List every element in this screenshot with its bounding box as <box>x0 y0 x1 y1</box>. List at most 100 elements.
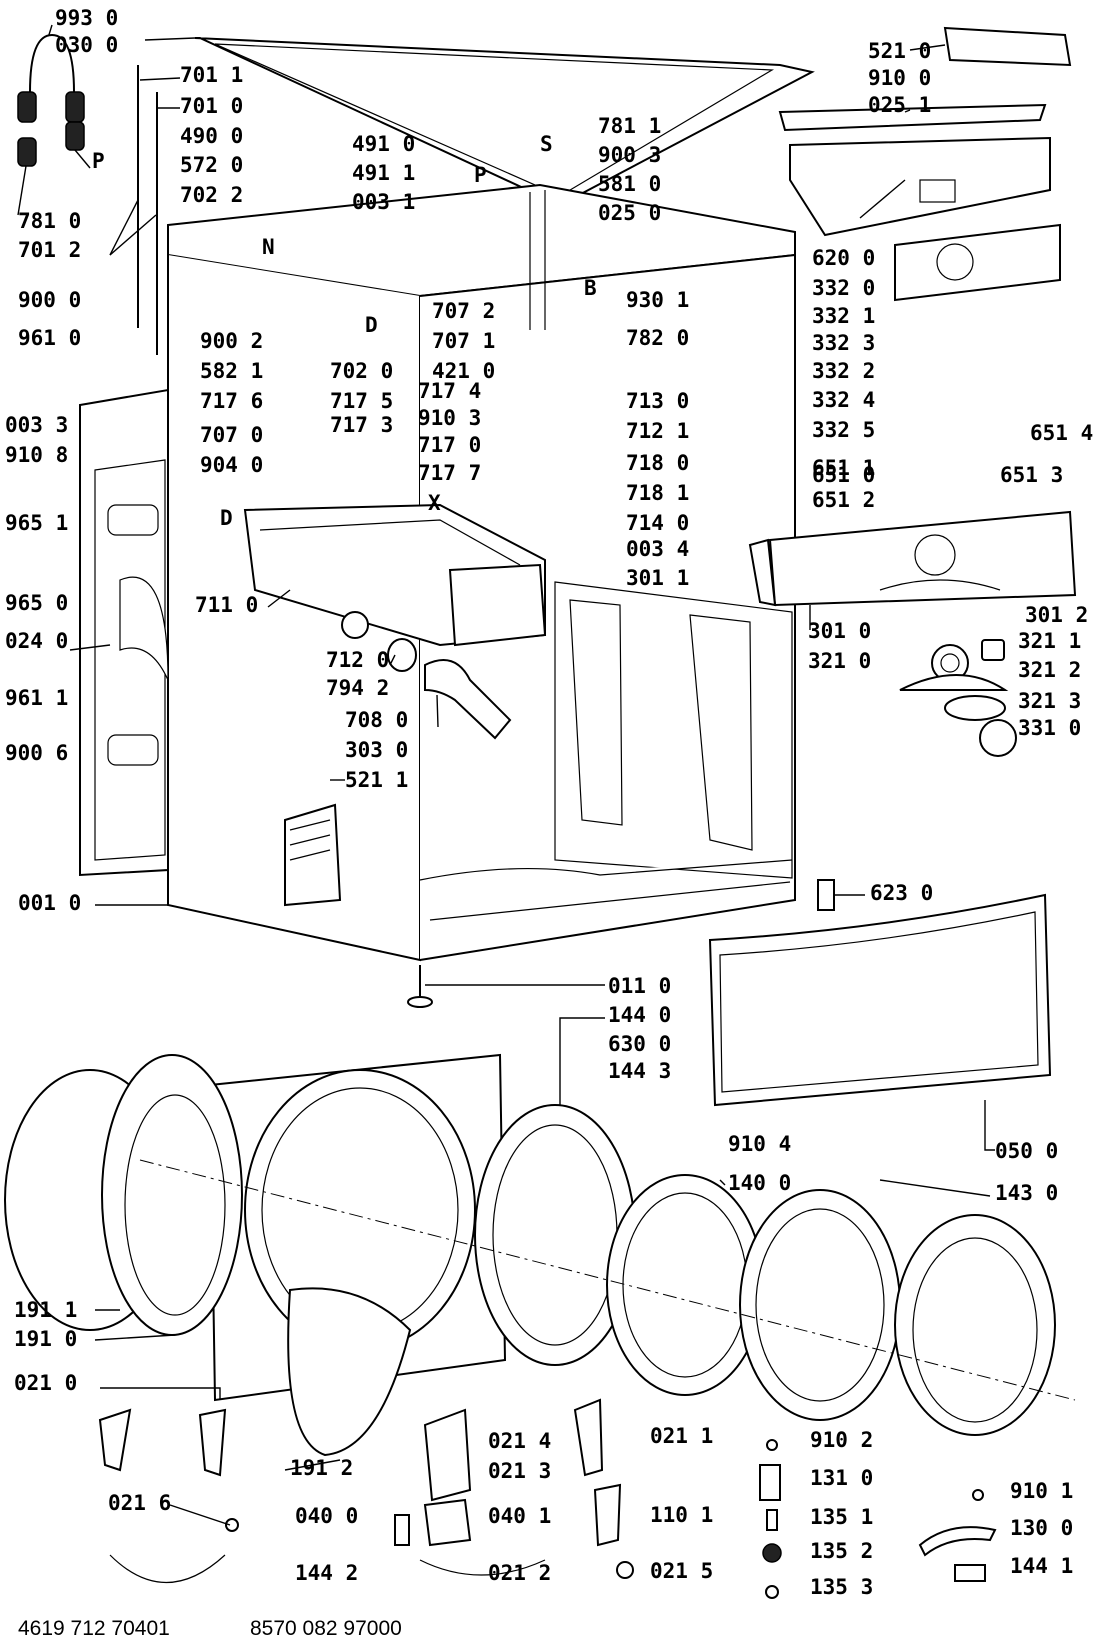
part-label: 135 2 <box>810 1539 873 1563</box>
hinge-parts <box>394 1398 634 1579</box>
part-label: 003 3 <box>5 413 68 437</box>
door-spring <box>17 24 91 216</box>
part-label: 965 1 <box>5 511 68 535</box>
part-label: 332 4 <box>812 388 875 412</box>
part-label: 910 3 <box>418 406 481 430</box>
part-label: 040 1 <box>488 1504 551 1528</box>
side-panel <box>69 388 169 877</box>
part-label: 961 0 <box>18 326 81 350</box>
part-label: 910 2 <box>810 1428 873 1452</box>
part-label: 711 0 <box>195 593 258 617</box>
part-label: 993 0 <box>55 6 118 30</box>
seal-ring <box>387 638 417 672</box>
part-label: 191 2 <box>290 1456 353 1480</box>
part-label: 702 0 <box>330 359 393 383</box>
part-label: 900 6 <box>5 741 68 765</box>
part-label: 717 6 <box>200 389 263 413</box>
trim-parts <box>98 1408 239 1583</box>
part-label: 781 1 <box>598 114 661 138</box>
part-label: 135 1 <box>810 1505 873 1529</box>
footer-right-code: 8570 082 97000 <box>250 1617 402 1640</box>
part-label: 701 2 <box>18 238 81 262</box>
part-label: 021 1 <box>650 1424 713 1448</box>
part-label: 713 0 <box>626 389 689 413</box>
part-label: 191 0 <box>14 1327 77 1351</box>
part-label: D <box>365 313 378 337</box>
part-label: 003 4 <box>626 537 689 561</box>
part-label: 904 0 <box>200 453 263 477</box>
control-panel-fascia <box>748 510 1077 630</box>
part-label: 707 2 <box>432 299 495 323</box>
part-label: 781 0 <box>18 209 81 233</box>
part-label: 718 0 <box>626 451 689 475</box>
part-label: 491 1 <box>352 161 415 185</box>
part-label: 332 5 <box>812 418 875 442</box>
part-label: 717 3 <box>330 413 393 437</box>
plinth-panel <box>708 893 1052 1151</box>
part-label: 651 3 <box>1000 463 1063 487</box>
part-label: 701 0 <box>180 94 243 118</box>
part-label: 332 1 <box>812 304 875 328</box>
axis-line <box>139 1159 1076 1401</box>
part-label: 930 1 <box>626 288 689 312</box>
part-label: 651 0 <box>812 463 875 487</box>
part-label: 130 0 <box>1010 1516 1073 1540</box>
part-label: 707 0 <box>200 423 263 447</box>
part-label: 332 2 <box>812 359 875 383</box>
part-label: 707 1 <box>432 329 495 353</box>
part-label: 050 0 <box>995 1139 1058 1163</box>
part-label: 702 2 <box>180 183 243 207</box>
part-label: 144 1 <box>1010 1554 1073 1578</box>
part-label: 021 3 <box>488 1459 551 1483</box>
part-label: 572 0 <box>180 153 243 177</box>
part-label: 965 0 <box>5 591 68 615</box>
part-label: 521 0 <box>868 39 931 63</box>
part-label: 910 8 <box>5 443 68 467</box>
part-label: D <box>220 506 233 530</box>
part-label: 651 2 <box>812 488 875 512</box>
part-label: 021 6 <box>108 1491 171 1515</box>
part-label: 303 0 <box>345 738 408 762</box>
small-hardware <box>759 1439 997 1599</box>
part-label: 332 0 <box>812 276 875 300</box>
part-label: 712 1 <box>626 419 689 443</box>
part-label: 623 0 <box>870 881 933 905</box>
part-label: 025 1 <box>868 93 931 117</box>
part-label: 321 2 <box>1018 658 1081 682</box>
drain-hose <box>424 659 512 740</box>
part-label: 321 1 <box>1018 629 1081 653</box>
filter-module <box>284 779 865 911</box>
part-label: 301 0 <box>808 619 871 643</box>
door-frames <box>474 1017 1056 1436</box>
part-label: 301 2 <box>1025 603 1088 627</box>
part-label: X <box>428 491 441 515</box>
part-label: 701 1 <box>180 63 243 87</box>
door-gasket <box>4 1054 243 1341</box>
part-label: 003 1 <box>352 190 415 214</box>
part-label: 620 0 <box>812 246 875 270</box>
part-label: 712 0 <box>326 648 389 672</box>
part-label: 332 3 <box>812 331 875 355</box>
part-label: 490 0 <box>180 124 243 148</box>
top-lid <box>144 37 815 207</box>
part-label: 714 0 <box>626 511 689 535</box>
part-label: 321 0 <box>808 649 871 673</box>
part-label: 651 1 <box>812 456 875 480</box>
footer-left-code: 4619 712 70401 <box>18 1617 170 1640</box>
part-label: 144 3 <box>608 1059 671 1083</box>
part-label: 717 0 <box>418 433 481 457</box>
part-label: B <box>584 276 597 300</box>
part-label: 717 5 <box>330 389 393 413</box>
part-label: 900 2 <box>200 329 263 353</box>
part-label: 321 3 <box>1018 689 1081 713</box>
part-label: 144 0 <box>608 1003 671 1027</box>
part-label: 021 0 <box>14 1371 77 1395</box>
part-label: 021 5 <box>650 1559 713 1583</box>
part-label: 110 1 <box>650 1503 713 1527</box>
part-label: 191 1 <box>14 1298 77 1322</box>
part-label: P <box>92 149 105 173</box>
part-label: 001 0 <box>18 891 81 915</box>
part-label: 025 0 <box>598 201 661 225</box>
